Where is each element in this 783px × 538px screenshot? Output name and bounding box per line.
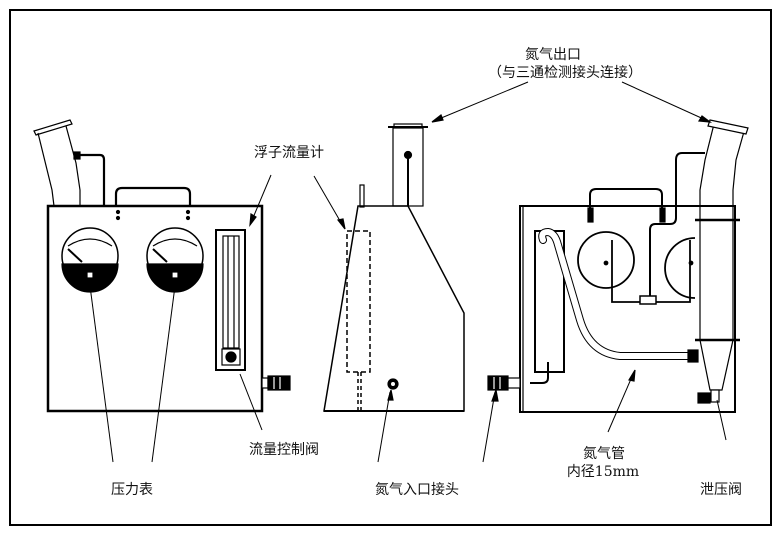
handle bbox=[114, 186, 192, 206]
front-view bbox=[33, 119, 291, 463]
label-nitrogen-tube: 氮气管 bbox=[583, 446, 625, 462]
gauge-tube bbox=[75, 153, 106, 206]
diagram-frame bbox=[9, 9, 772, 526]
label-float-flowmeter: 浮子流量计 bbox=[254, 145, 324, 161]
rear-inlet-connector-icon bbox=[487, 375, 521, 391]
label-nitrogen-inlet: 氮气入口接头 bbox=[375, 482, 459, 498]
label-pressure-relief-valve: 泄压阀 bbox=[700, 482, 742, 498]
label-nitrogen-outlet: 氮气出口 bbox=[525, 47, 581, 63]
rear-view bbox=[482, 119, 749, 463]
inlet-connector-icon bbox=[261, 375, 291, 391]
pressure-gauge-icon bbox=[146, 227, 204, 293]
label-flow-control-valve: 流量控制阀 bbox=[249, 442, 319, 458]
front-box bbox=[46, 204, 264, 413]
float-flowmeter-icon bbox=[215, 229, 246, 371]
side-view bbox=[313, 123, 465, 463]
pressure-relief-cylinder bbox=[695, 119, 749, 404]
label-outlet-note: （与三通检测接头连接） bbox=[488, 65, 642, 81]
label-pressure-gauge: 压力表 bbox=[111, 482, 153, 498]
rear-box bbox=[519, 205, 736, 413]
outlet-pipe-icon bbox=[33, 119, 81, 207]
pressure-gauge-icon bbox=[61, 227, 119, 293]
label-nitrogen-tube-spec: 内径15mm bbox=[566, 464, 640, 480]
